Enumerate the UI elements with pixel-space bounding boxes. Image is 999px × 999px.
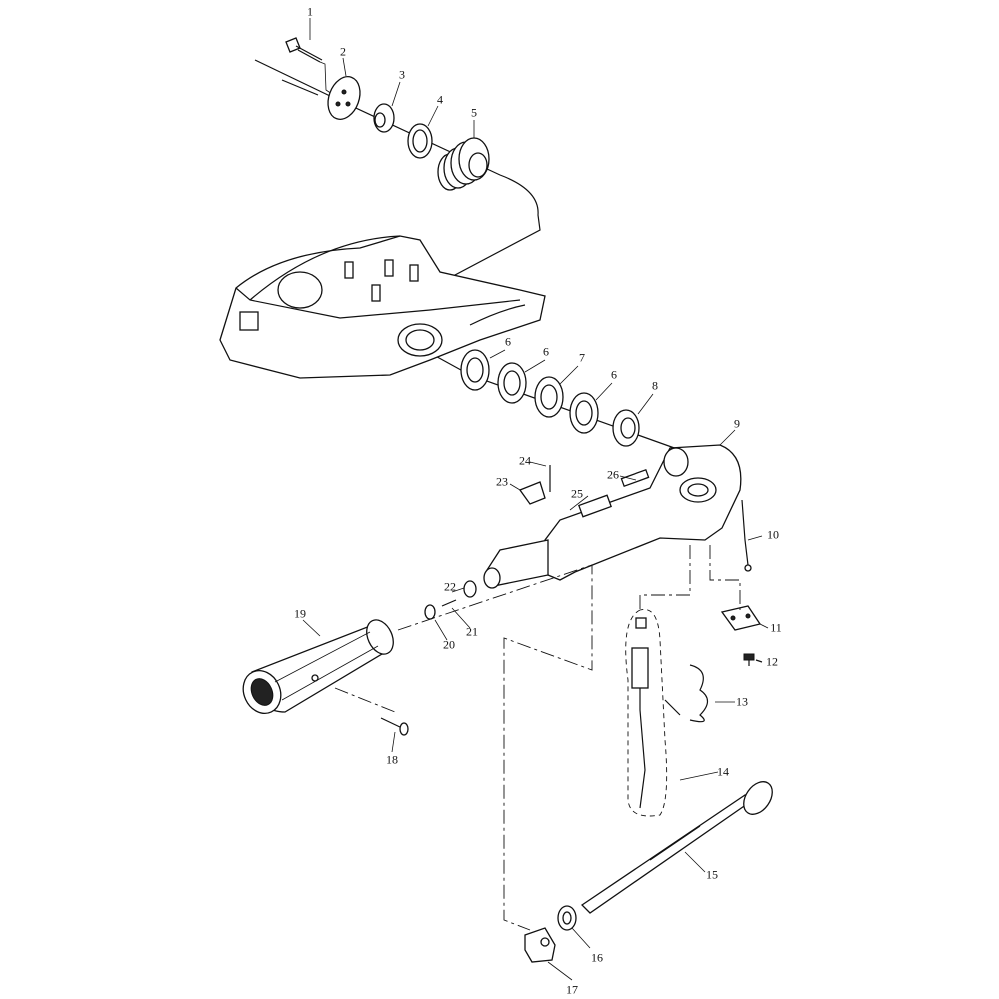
part-11-plate — [720, 605, 769, 631]
part-3-bushing — [373, 81, 401, 133]
parts-23-24 — [509, 461, 637, 511]
part-10-wire — [741, 499, 763, 572]
callout-13: 13 — [736, 694, 748, 709]
callout-16: 16 — [591, 950, 603, 965]
part-5-grommet — [437, 120, 490, 191]
callout-23: 23 — [496, 474, 508, 489]
part-17-bracket — [524, 927, 573, 981]
part-18-screw — [380, 717, 409, 753]
part-12-screw — [743, 653, 763, 666]
callout-3: 3 — [399, 67, 405, 82]
tiller-arm — [483, 429, 742, 589]
part-15-shaft — [580, 781, 773, 914]
callout-20: 20 — [443, 637, 455, 652]
callout-9: 9 — [734, 416, 740, 431]
callout-7: 7 — [579, 350, 585, 365]
callout-5: 5 — [471, 105, 477, 120]
part-2-plate — [327, 57, 361, 120]
part-16-washer — [557, 905, 591, 949]
callout-1: 1 — [307, 4, 313, 19]
callout-22: 22 — [444, 579, 456, 594]
callout-21: 21 — [466, 624, 478, 639]
callout-6: 6 — [611, 367, 617, 382]
callout-2: 2 — [340, 44, 346, 59]
callout-24: 24 — [519, 453, 531, 468]
part-4-ring — [407, 105, 439, 159]
callout-19: 19 — [294, 606, 306, 621]
lower-cowling — [219, 235, 546, 379]
washer-parts — [460, 349, 654, 447]
callout-17: 17 — [566, 982, 578, 997]
part-1-bolt — [285, 18, 333, 95]
callout-6: 6 — [543, 344, 549, 359]
callout-14: 14 — [717, 764, 729, 779]
callout-15: 15 — [706, 867, 718, 882]
assembly-leaders — [334, 545, 741, 931]
stop-switch-assembly — [625, 608, 735, 817]
part-19-grip — [242, 619, 394, 714]
callout-11: 11 — [770, 620, 782, 635]
callout-12: 12 — [766, 654, 778, 669]
callout-18: 18 — [386, 752, 398, 767]
throttle-cable — [254, 59, 681, 451]
callout-25: 25 — [571, 486, 583, 501]
callout-26: 26 — [607, 467, 619, 482]
callout-8: 8 — [652, 378, 658, 393]
callout-6: 6 — [505, 334, 511, 349]
callout-10: 10 — [767, 527, 779, 542]
callout-4: 4 — [437, 92, 443, 107]
